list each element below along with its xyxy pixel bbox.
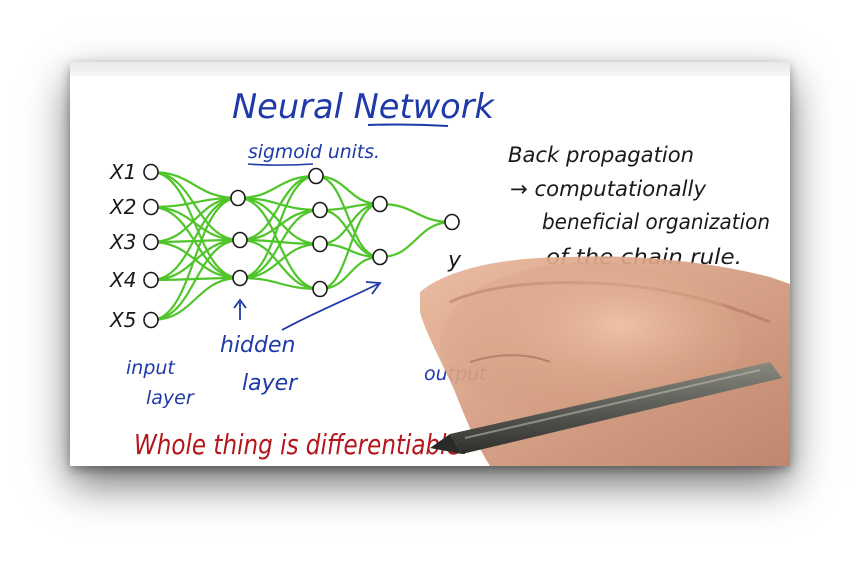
- input-node-2: [143, 198, 159, 216]
- hidden-arrow-up: [233, 298, 247, 320]
- input-node-3: [143, 233, 159, 251]
- hand-with-pen-image: [420, 256, 790, 466]
- input-label-4: X4: [109, 268, 136, 292]
- input-label-1: X1: [109, 160, 136, 184]
- hidden2-node-2: [312, 201, 328, 219]
- sigmoid-underline: [247, 163, 314, 166]
- hidden1-node-2: [232, 231, 248, 249]
- output-variable-y: y: [447, 248, 462, 273]
- connection-l3-0-0: [378, 202, 454, 224]
- hidden-layer-label-line1: hidden: [220, 333, 295, 358]
- note-differentiable: Whole thing is differentiable!: [134, 428, 470, 461]
- hidden-layer-label-line2: layer: [242, 371, 299, 396]
- output-node-1: [444, 213, 460, 231]
- connection-l0-0-2: [149, 170, 242, 280]
- connection-l0-3-1: [149, 238, 242, 282]
- connection-l1-1-1: [238, 208, 322, 242]
- connection-l2-3-0: [318, 202, 382, 291]
- note-backpropagation: Back propagation: [508, 143, 694, 167]
- connection-l2-2-0: [318, 202, 382, 246]
- hidden2-node-3: [312, 235, 328, 253]
- connection-l3-1-0: [378, 220, 454, 259]
- connection-l1-2-1: [238, 208, 322, 280]
- input-layer-label-line2: layer: [146, 387, 195, 409]
- input-node-5: [143, 311, 159, 329]
- input-layer-label-line1: input: [126, 357, 176, 379]
- connection-l0-4-2: [149, 276, 242, 322]
- hidden1-node-1: [230, 189, 246, 207]
- connection-l2-1-1: [318, 208, 382, 259]
- title-underline: [367, 123, 449, 127]
- input-label-5: X5: [109, 308, 136, 332]
- connection-l1-2-0: [238, 174, 318, 280]
- network-nodes: [143, 163, 460, 329]
- video-top-bar: [70, 62, 790, 76]
- connection-l1-0-2: [236, 196, 322, 246]
- whiteboard-canvas: Neural Network sigmoid units. X1X2X3X4X5…: [109, 87, 790, 466]
- input-label-2: X2: [109, 195, 136, 219]
- connection-l1-2-2: [238, 242, 322, 280]
- connection-l0-1-2: [149, 205, 242, 280]
- note-computationally: → computationally: [510, 177, 707, 201]
- connection-l0-4-0: [149, 196, 240, 322]
- hidden1-node-3: [232, 269, 248, 287]
- network-connections: [149, 170, 454, 322]
- hidden3-node-1: [372, 195, 388, 213]
- hidden-arrow-right: [281, 281, 382, 331]
- hidden2-node-4: [312, 280, 328, 298]
- connection-l2-3-1: [318, 255, 382, 291]
- note-beneficial: beneficial organization: [542, 210, 770, 234]
- input-label-3: X3: [109, 230, 136, 254]
- connection-l1-0-3: [236, 196, 322, 291]
- title-neural-network: Neural Network: [232, 87, 495, 127]
- sigmoid-units-label: sigmoid units.: [248, 141, 380, 163]
- connection-l2-0-1: [314, 174, 382, 259]
- connection-l1-2-3: [238, 276, 322, 291]
- input-node-4: [143, 271, 159, 289]
- connection-l0-4-1: [149, 238, 242, 322]
- input-node-1: [143, 163, 159, 181]
- hidden2-node-1: [308, 167, 324, 185]
- connection-l2-0-0: [314, 174, 382, 206]
- hidden3-node-2: [372, 248, 388, 266]
- connection-l1-1-3: [238, 238, 322, 291]
